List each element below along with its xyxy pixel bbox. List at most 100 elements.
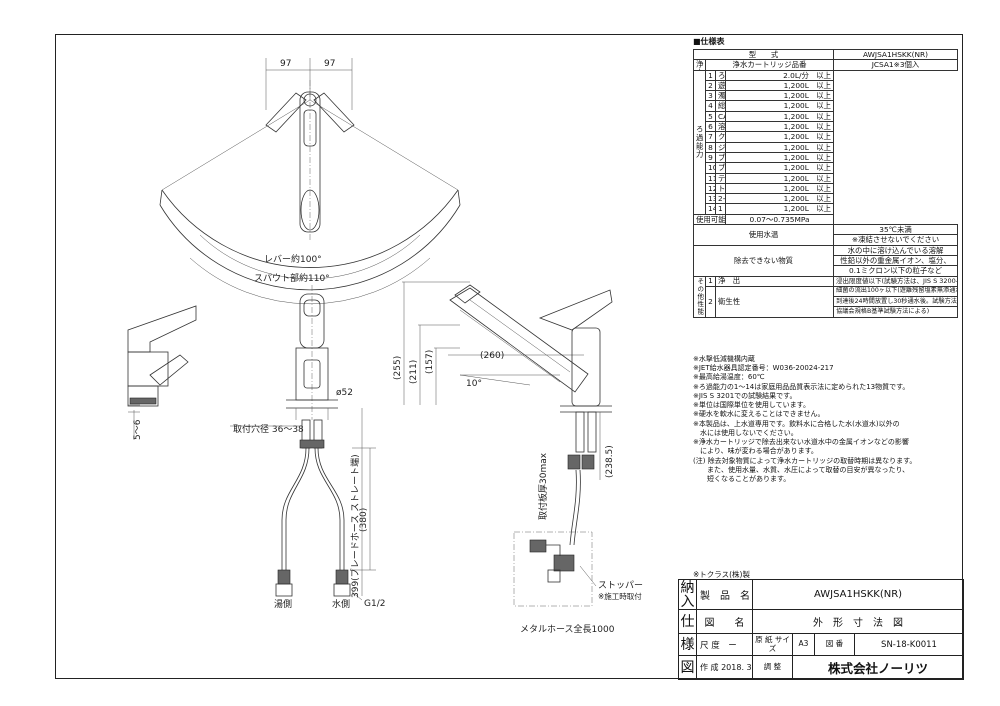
filter-name: クロロホルム	[715, 131, 726, 143]
filter-value: 1,200L 以上	[724, 100, 835, 112]
other1-no: 1	[705, 275, 716, 287]
other1-val: 浸出限度値以下(試験方法は、JIS S 3200-7による)	[833, 275, 959, 287]
other2-val-3: 協議会規格B基準試験方法による)	[833, 306, 959, 318]
filter-row: 6溶解性鉛1,200L 以上	[694, 121, 958, 133]
other2-name: 衛生性	[714, 285, 835, 318]
dim-238: (238.5)	[605, 445, 615, 478]
filter-name: 総トリハロメタン	[715, 100, 726, 112]
label-cold-side: 水側	[332, 598, 350, 610]
drawing-frame	[55, 34, 963, 679]
front-view: ø52 取付穴径 36～38 湯側 水側 G1/2 (380) 399(ブレード…	[230, 285, 385, 610]
note-line: また、使用水量、水質、水圧によって取替の目安が異なったり、	[693, 465, 910, 474]
filter-value: 1,200L 以上	[724, 203, 835, 215]
scale-cell: 尺 度 ー	[696, 633, 753, 656]
filter-name: 遊離残留塩素	[715, 79, 726, 92]
note-line: ※浄水カートリッジで除去出来ない水道水中の金属イオンなどの影響	[693, 438, 909, 447]
dim-left-width: 97	[280, 59, 291, 69]
model-value: AWJSA1HSKK(NR)	[833, 48, 959, 61]
note-line: ※JET給水器具認定番号：W036-20024-217	[693, 364, 834, 373]
filter-row: 2遊離残留塩素1,200L 以上	[694, 79, 958, 92]
dim-counter-thickness: 5～6	[133, 419, 143, 440]
filter-value: 1,200L 以上	[724, 110, 835, 123]
dim-157: (157)	[425, 350, 435, 374]
pressure-label: 使用可能水圧	[693, 213, 726, 226]
cartridge-value: JCSA1※3個入	[833, 59, 959, 71]
filter-no: 4	[705, 100, 716, 112]
filter-name: 1・1・1-トリクロロエタン	[715, 203, 726, 215]
filter-no: 3	[705, 90, 716, 102]
label-stopper: ストッパー	[598, 580, 643, 591]
filter-value: 1,200L 以上	[724, 193, 835, 205]
note-line: ※単位は国際単位を使用しています。	[693, 401, 810, 410]
side-view-right: (255) (211) (157) (260) 10° (238.5) 取付板厚…	[393, 281, 643, 635]
filter-row: 132-MIBカビ臭1,200L 以上	[694, 193, 958, 205]
top-view: 97 97 レバー約100° スパウト部約110°	[159, 58, 461, 305]
label-hot-side: 湯側	[274, 598, 292, 610]
other2-val-1: 細菌の流出100ヶ以下(遊離残留塩素無添通水量/40m³	[833, 285, 959, 298]
note-line: ※ろ過能力の1～14は家庭用品品質表示法に定められた13物質です。	[693, 382, 910, 391]
filter-row: 5CAT1,200L 以上	[694, 110, 958, 123]
filter-row: 141・1・1-トリクロロエタン1,200L 以上	[694, 203, 958, 215]
filter-no: 13	[705, 193, 716, 205]
product-label: 製 品 名	[696, 579, 753, 610]
filter-row: 7クロロホルム1,200L 以上	[694, 131, 958, 143]
temp-value: 35℃未満	[833, 224, 959, 236]
filter-no: 10	[705, 162, 716, 174]
temp-label: 使用水温	[692, 224, 835, 246]
filter-name: トリクロロエチレン	[715, 182, 726, 195]
drawing-value: 外 形 寸 法 図	[751, 609, 965, 634]
dim-reach: (260)	[480, 351, 504, 361]
note-line: ※JIS S 3201での試験結果です。	[693, 391, 797, 400]
adjust-label: 調 整	[752, 655, 793, 680]
other1-name: 浄 出	[714, 275, 835, 287]
filter-row: 9ブロモジクロロメタン1,200L 以上	[694, 151, 958, 164]
filter-row: 12トリクロロエチレン1,200L 以上	[694, 182, 958, 195]
product-value: AWJSA1HSKK(NR)	[751, 579, 965, 610]
filter-row: ろ過能力1ろ過流量(水圧0.1Mpa)2.0L/分 以上	[693, 69, 958, 215]
title-block: 納入 製 品 名 AWJSA1HSKK(NR) 仕 図 名 外 形 寸 法 図 …	[678, 579, 965, 680]
filter-name: ジブロモクロロメタン	[715, 141, 726, 153]
filter-name: ろ過流量(水圧0.1Mpa)	[715, 69, 726, 81]
cartridge-group-label: 浄水カートリッジ	[693, 59, 706, 71]
dim-lever-angle: レバー約100°	[264, 253, 322, 265]
filter-value: 1,200L 以上	[724, 141, 835, 153]
dim-380: (380)	[359, 508, 369, 532]
dimension-drawing: 97 97 レバー約100° スパウト部約110° 5～6	[127, 58, 643, 635]
note-line: ※最高給湯温度：60℃	[693, 373, 765, 382]
dim-spout-angle: スパウト部約110°	[254, 272, 330, 284]
filter-value: 1,200L 以上	[724, 131, 835, 143]
dim-255: (255)	[393, 356, 403, 380]
filter-no: 11	[705, 172, 716, 184]
vert-char-5: 図	[678, 655, 697, 680]
filter-row: 4総トリハロメタン1,200L 以上	[694, 100, 958, 112]
other2-val-2: 到達後24時間放置し30秒通水後。試験方法は、浄水器	[833, 296, 959, 308]
made-cell: 作 成 2018. 3. 1	[696, 655, 753, 680]
filter-name: テトラクロロエチレン	[715, 172, 726, 184]
note-line: (注) 除去対象物質によって浄水カートリッジの取替時期は異なります。	[693, 456, 917, 465]
filter-no: 1	[705, 69, 716, 81]
filter-row: 11テトラクロロエチレン1,200L 以上	[694, 172, 958, 184]
model-label: 型 式	[692, 48, 835, 61]
cartridge-label: 浄水カートリッジ品番	[704, 59, 835, 71]
vert-char-1: 納入	[678, 579, 697, 610]
filter-no: 7	[705, 131, 716, 143]
pressure-value: 0.07～0.735MPa	[724, 213, 835, 226]
filter-value: 1,200L 以上	[724, 79, 835, 92]
filter-value: 1,200L 以上	[724, 151, 835, 164]
drawing-label: 図 名	[696, 609, 753, 634]
filter-value: 1,200L 以上	[724, 172, 835, 184]
filter-rows: ろ過能力1ろ過流量(水圧0.1Mpa)2.0L/分 以上2遊離残留塩素1,200…	[693, 69, 958, 215]
label-metal-hose: メタルホース全長1000	[520, 623, 615, 635]
removal-value-2: 性鉛以外の重金属イオン、塩分、	[833, 254, 959, 267]
dim-tilt: 10°	[466, 379, 482, 389]
filter-no: 2	[705, 79, 716, 92]
filter-name: ブロモジクロロメタン	[715, 151, 726, 164]
filter-no: 12	[705, 182, 716, 195]
dim-mount-hole: 取付穴径 36～38	[233, 423, 304, 435]
filter-no: 8	[705, 141, 716, 153]
filter-row: 8ジブロモクロロメタン1,200L 以上	[694, 141, 958, 153]
filter-value: 1,200L 以上	[724, 90, 835, 102]
note-line: ※硬水を軟水に変えることはできません。	[693, 410, 825, 419]
removal-value-1: 水の中に溶け込んでいる溶解	[833, 244, 959, 256]
